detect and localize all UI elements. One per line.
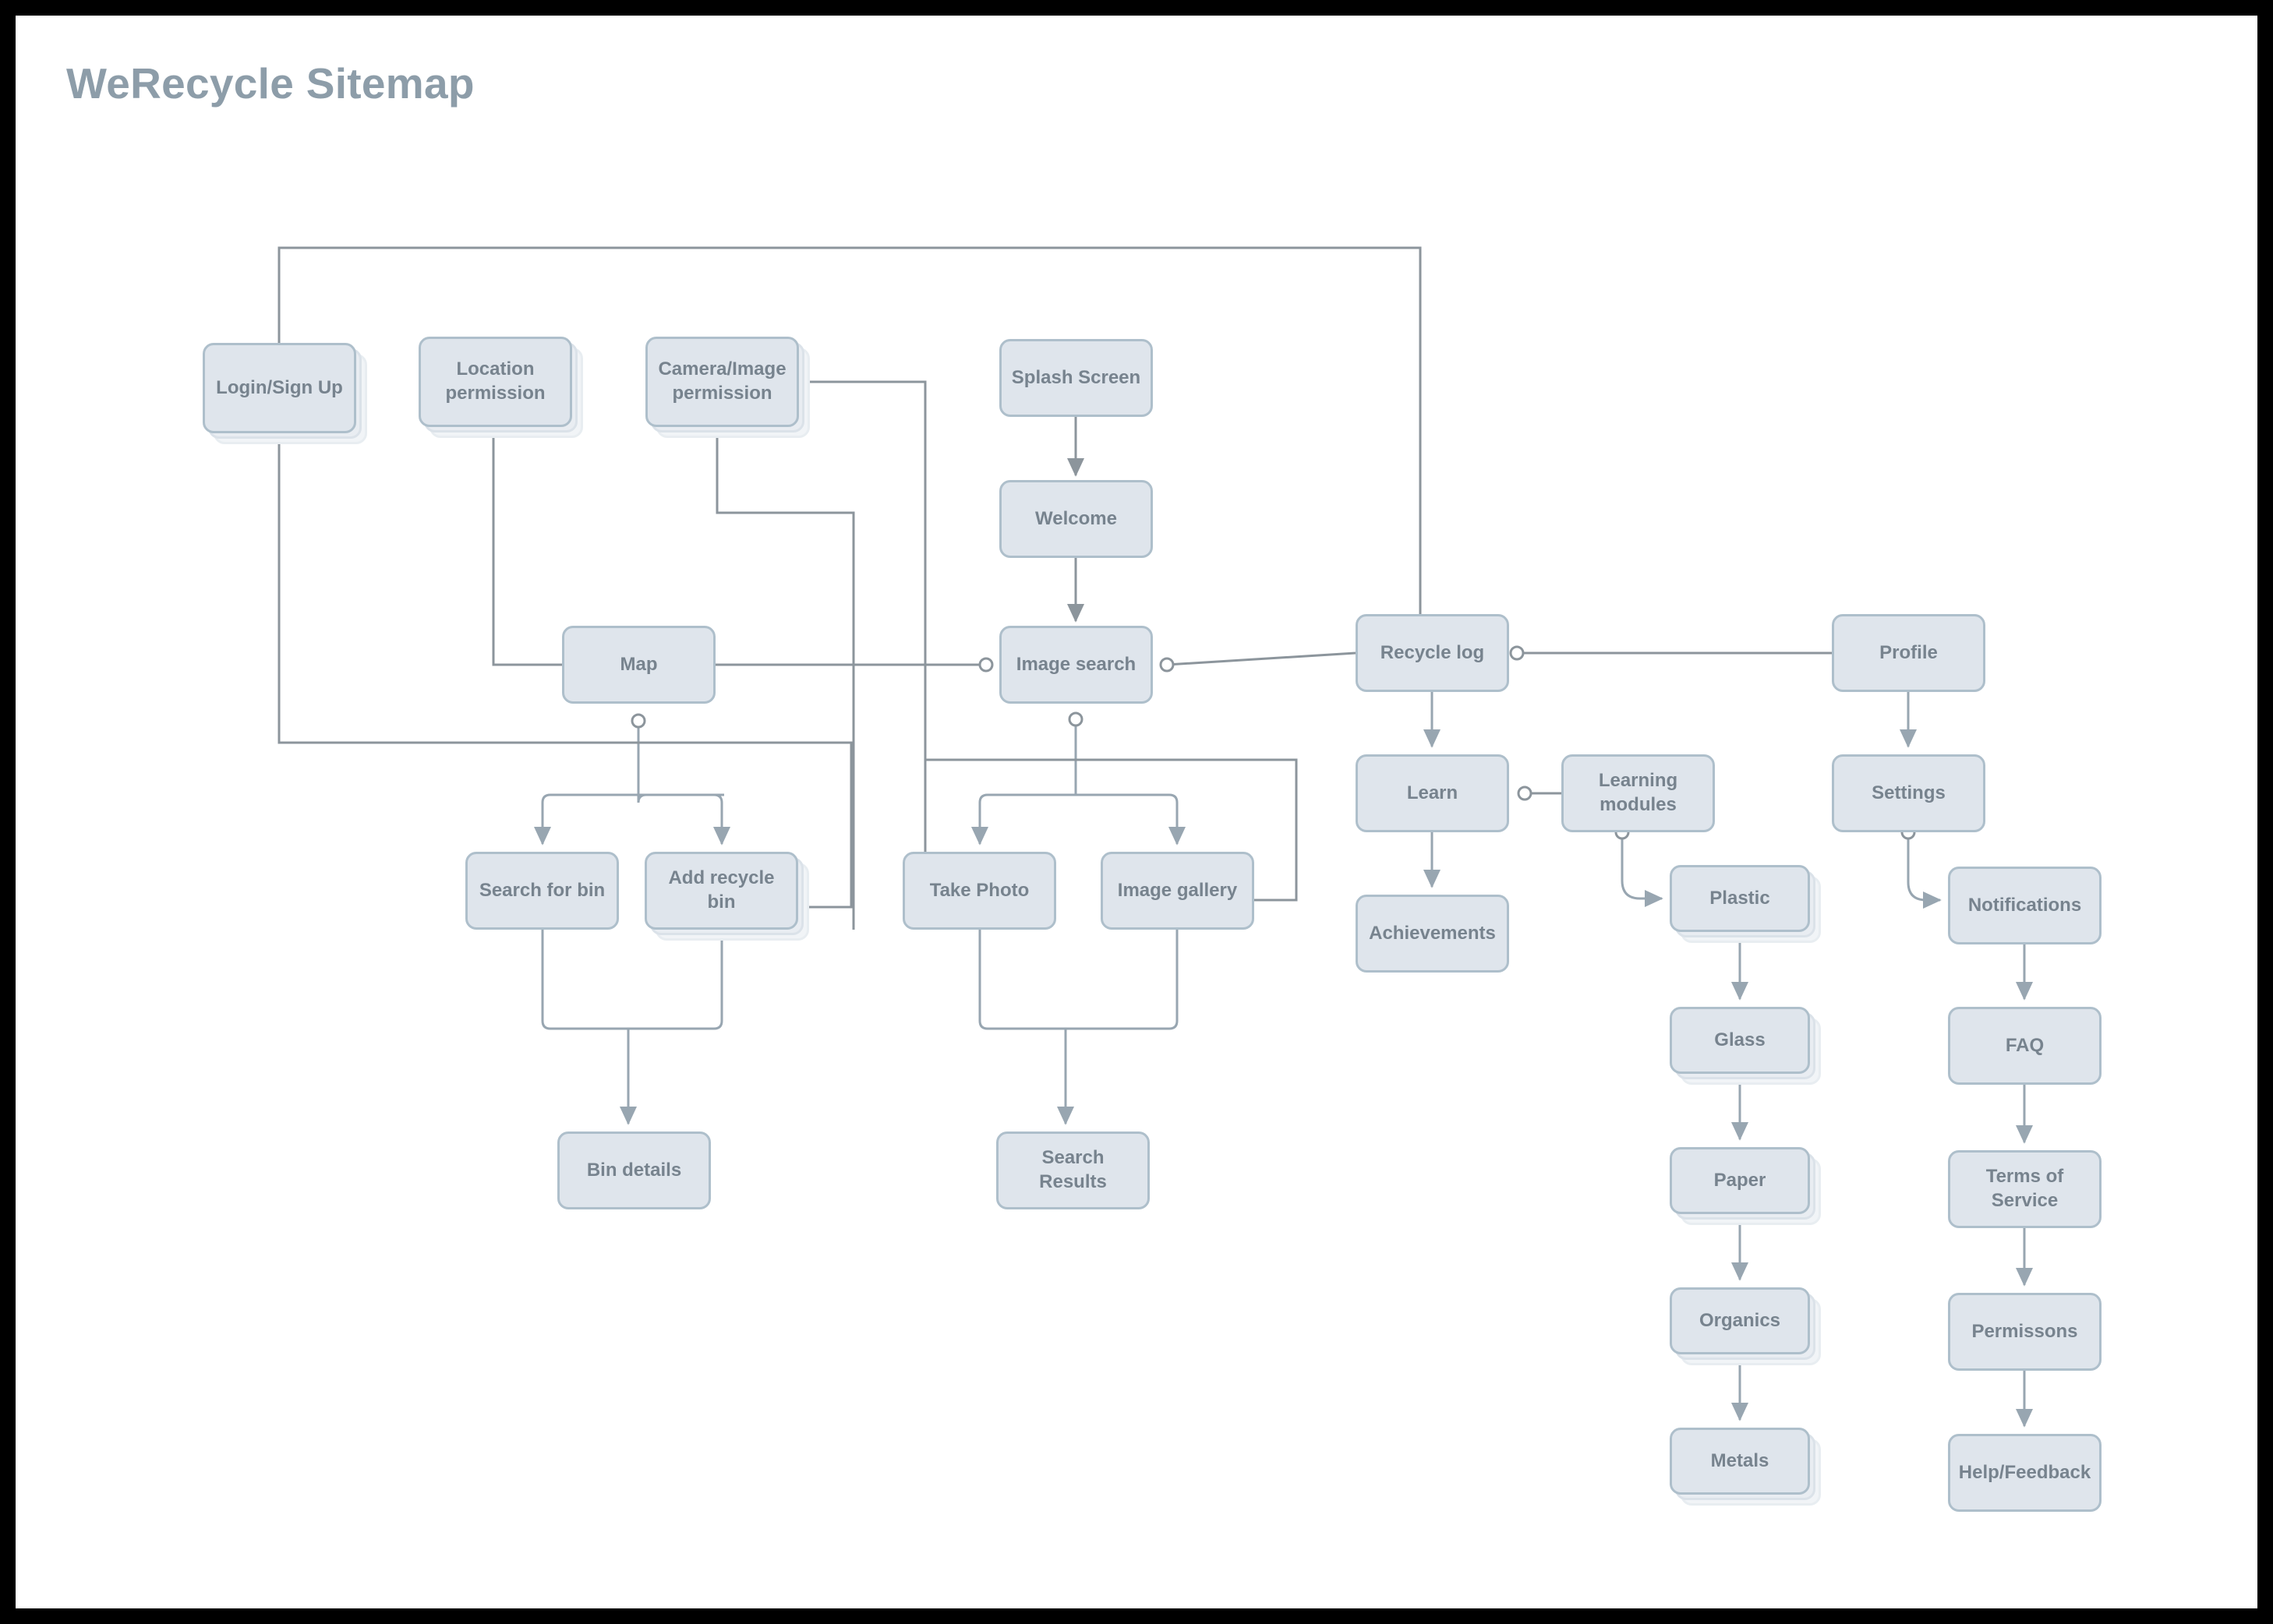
- edge-camera-gallery: [716, 427, 855, 930]
- edge-port-imagesearch-left: [978, 657, 994, 673]
- node-welcome[interactable]: Welcome: [999, 480, 1153, 558]
- node-label: Splash Screen: [1011, 366, 1141, 388]
- node-organics[interactable]: Organics: [1670, 1287, 1810, 1354]
- node-label: Welcome: [1035, 507, 1117, 529]
- node-permissons[interactable]: Permissons: [1948, 1293, 2102, 1371]
- node-label: Profile: [1879, 641, 1938, 663]
- edge-login-map: [277, 433, 562, 744]
- node-label: Settings: [1872, 782, 1946, 803]
- edge-location-map: [492, 427, 562, 666]
- node-label: Paper: [1713, 1169, 1766, 1191]
- node-take_photo[interactable]: Take Photo: [903, 852, 1056, 930]
- node-label: FAQ: [2005, 1034, 2045, 1056]
- edge-port-imagesearch-bottom: [1068, 711, 1083, 727]
- edge-settings-notifications: [1907, 832, 1942, 909]
- node-label: Notifications: [1967, 894, 2082, 916]
- node-label: Organics: [1699, 1309, 1781, 1331]
- node-tos[interactable]: Terms of Service: [1948, 1150, 2102, 1228]
- edge-learningmodules-plastic: [1621, 832, 1663, 908]
- node-label: Plastic: [1709, 887, 1770, 909]
- node-help_feedback[interactable]: Help/Feedback: [1948, 1434, 2102, 1512]
- node-label: Search for bin: [479, 879, 606, 901]
- node-search_results[interactable]: Search Results: [996, 1132, 1150, 1209]
- edge-takephoto-down: [978, 930, 1066, 1030]
- edge-port-learn-right: [1517, 786, 1532, 801]
- edge-port-recyclelog-right: [1509, 645, 1525, 661]
- edge-map-addbin: [638, 793, 731, 846]
- node-label: Learn: [1406, 782, 1458, 803]
- edge-route-addbin-right: [279, 741, 853, 909]
- node-label: Recycle log: [1380, 641, 1485, 663]
- node-label: Glass: [1714, 1029, 1766, 1050]
- edge-login-recyclelog: [277, 246, 1422, 614]
- node-achievements[interactable]: Achievements: [1356, 895, 1509, 973]
- node-label: Search Results: [1039, 1147, 1107, 1192]
- node-paper[interactable]: Paper: [1670, 1147, 1810, 1214]
- node-notifications[interactable]: Notifications: [1948, 867, 2102, 944]
- edge-port-imagesearch-right: [1159, 657, 1175, 673]
- node-label: Achievements: [1369, 922, 1496, 944]
- edge-layer: [277, 246, 2034, 1428]
- node-map[interactable]: Map: [562, 626, 716, 704]
- node-glass[interactable]: Glass: [1670, 1007, 1810, 1074]
- node-profile[interactable]: Profile: [1832, 614, 1985, 692]
- node-metals[interactable]: Metals: [1670, 1428, 1810, 1495]
- node-label: Metals: [1710, 1449, 1769, 1471]
- node-recycle_log[interactable]: Recycle log: [1356, 614, 1509, 692]
- node-login[interactable]: Login/Sign Up: [203, 343, 356, 433]
- edge-addbin-down: [628, 930, 723, 1030]
- node-label: Image search: [1016, 653, 1136, 675]
- sitemap-page: WeRecycle Sitemap: [16, 16, 2257, 1608]
- edge-map-searchbin: [533, 793, 638, 846]
- node-label: Permissons: [1971, 1320, 2078, 1342]
- node-label: Take Photo: [929, 879, 1030, 901]
- node-faq[interactable]: FAQ: [1948, 1007, 2102, 1085]
- node-image_gallery[interactable]: Image gallery: [1101, 852, 1254, 930]
- node-learn[interactable]: Learn: [1356, 754, 1509, 832]
- node-label: Bin details: [586, 1159, 682, 1181]
- page-title: WeRecycle Sitemap: [66, 59, 475, 108]
- edge-camera-takephoto: [799, 380, 927, 852]
- edge-imagesearch-takephoto: [970, 719, 1077, 846]
- node-plastic[interactable]: Plastic: [1670, 865, 1810, 932]
- node-image_search[interactable]: Image search: [999, 626, 1153, 704]
- edge-route-gallery-right: [924, 758, 1298, 902]
- node-splash[interactable]: Splash Screen: [999, 339, 1153, 417]
- edge-gallery-down: [1066, 930, 1179, 1030]
- node-search_bin[interactable]: Search for bin: [465, 852, 619, 930]
- node-label: Terms of Service: [1985, 1166, 2064, 1211]
- node-settings[interactable]: Settings: [1832, 754, 1985, 832]
- node-bin_details[interactable]: Bin details: [557, 1132, 711, 1209]
- node-label: Login/Sign Up: [216, 376, 343, 398]
- edge-map-branch: [637, 721, 724, 803]
- edge-imagesearch-gallery: [1076, 793, 1186, 846]
- node-label: Map: [620, 653, 658, 675]
- edge-imagesearch-recyclelog: [1166, 651, 1356, 666]
- node-label: Help/Feedback: [1958, 1461, 2091, 1483]
- node-label: Image gallery: [1117, 879, 1238, 901]
- edge-searchbin-down: [541, 930, 628, 1030]
- edge-port-map-bottom: [631, 713, 646, 729]
